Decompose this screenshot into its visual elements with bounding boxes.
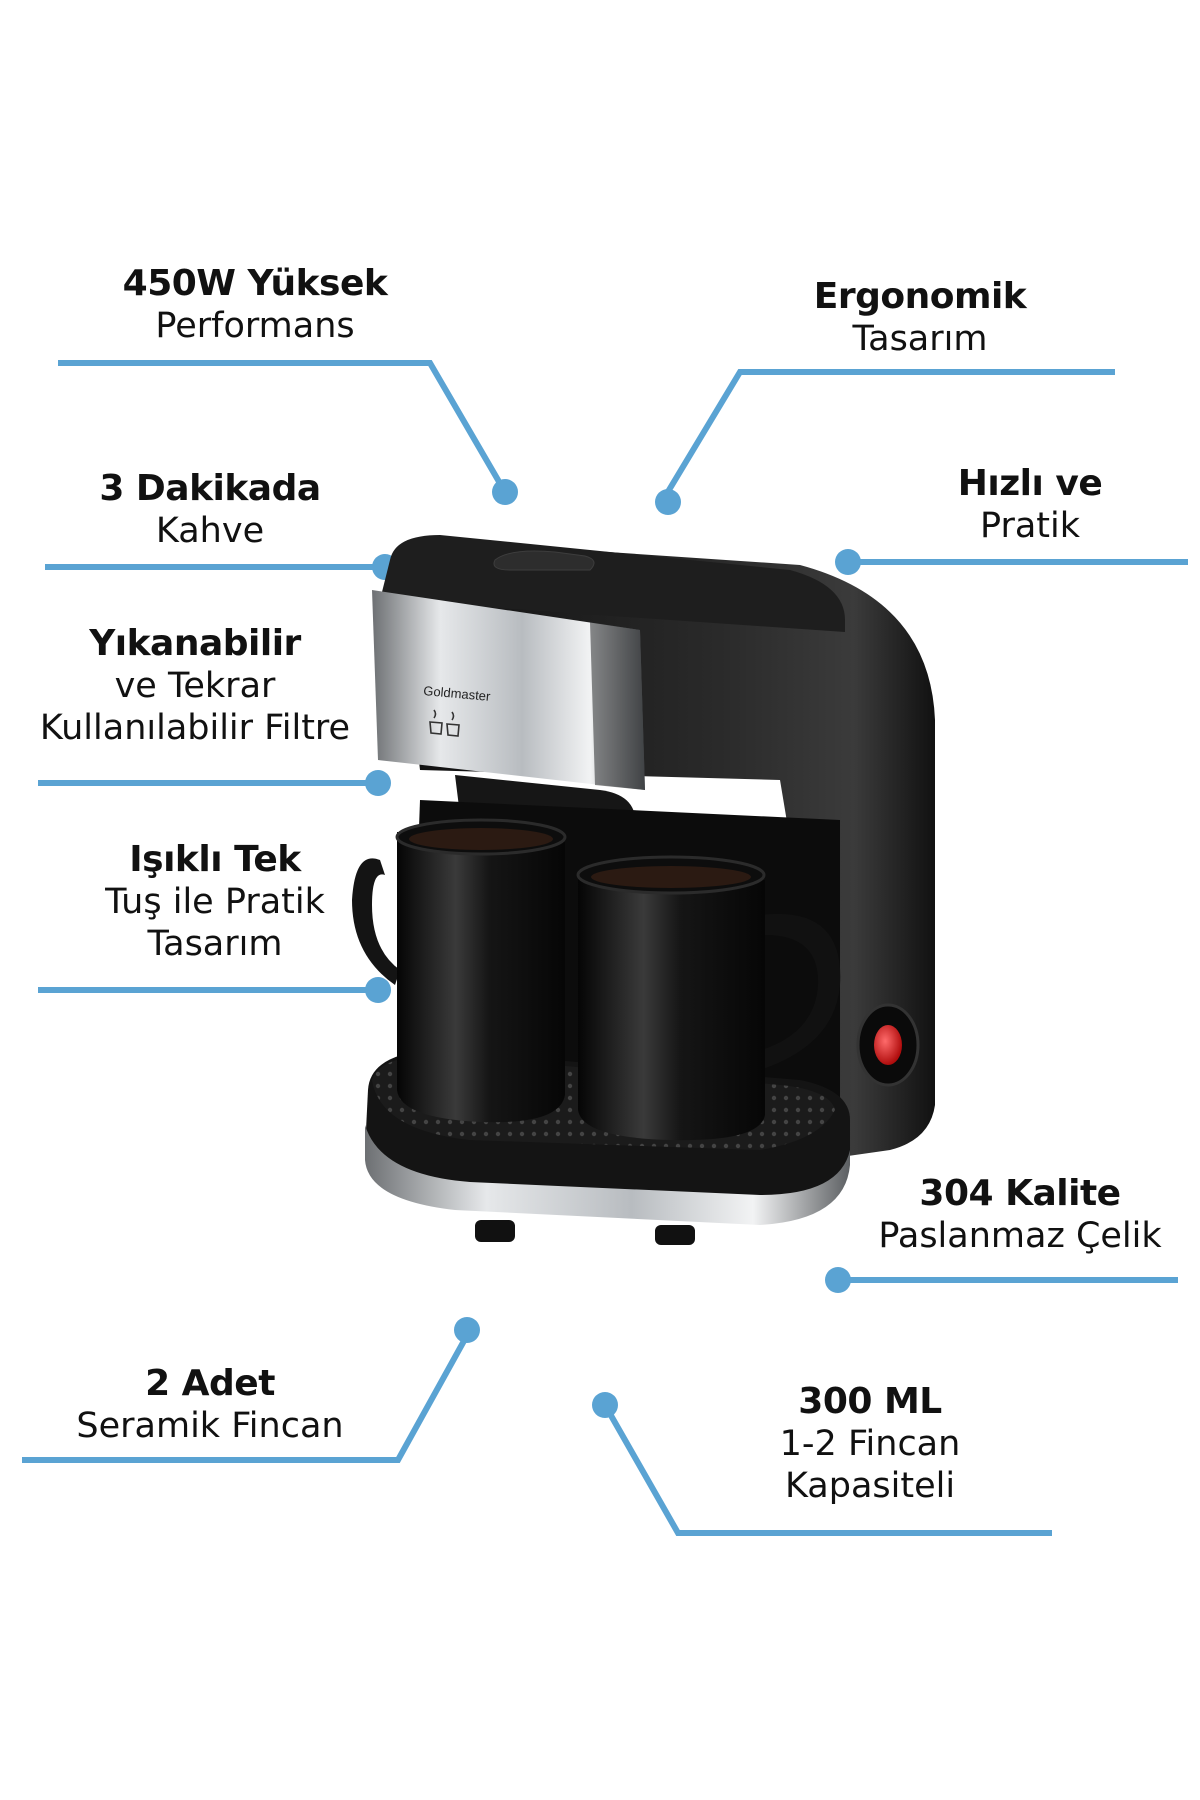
dot-capacity bbox=[592, 1392, 618, 1418]
feature-filter-title: Yıkanabilir bbox=[89, 623, 301, 664]
feature-brew-time-desc: Kahve bbox=[155, 511, 265, 552]
feature-button-title: Işıklı Tek bbox=[129, 839, 301, 880]
feature-power-desc: Performans bbox=[155, 306, 355, 347]
dot-filter bbox=[365, 770, 391, 796]
feature-steel: 304 Kalite Paslanmaz Çelik bbox=[860, 1172, 1180, 1257]
dot-steel bbox=[825, 1267, 851, 1293]
feature-steel-desc: Paslanmaz Çelik bbox=[878, 1216, 1162, 1257]
feature-button-desc-1: Tuş ile Pratik bbox=[105, 882, 325, 923]
feature-ergonomic-title: Ergonomik bbox=[813, 276, 1027, 317]
dot-button bbox=[365, 977, 391, 1003]
cups-logo-icon bbox=[429, 709, 460, 737]
feature-capacity-title: 300 ML bbox=[798, 1381, 942, 1422]
brand-logo: Goldmaster bbox=[423, 683, 492, 704]
feature-power-title: 450W Yüksek bbox=[122, 263, 388, 304]
feature-power: 450W Yüksek Performans bbox=[80, 262, 430, 347]
feature-button-desc-2: Tasarım bbox=[147, 924, 283, 965]
feature-filter-desc-1: ve Tekrar bbox=[114, 666, 276, 707]
feature-capacity-desc-2: Kapasiteli bbox=[784, 1466, 956, 1507]
feature-capacity: 300 ML 1-2 Fincan Kapasiteli bbox=[720, 1380, 1020, 1507]
feature-fast: Hızlı ve Pratik bbox=[880, 462, 1180, 547]
coffee-machine-image: Goldmaster bbox=[352, 535, 935, 1245]
feature-cups-title: 2 Adet bbox=[145, 1363, 275, 1404]
dot-cups bbox=[454, 1317, 480, 1343]
feature-ergonomic-desc: Tasarım bbox=[852, 319, 988, 360]
connector-power bbox=[58, 360, 508, 494]
feature-capacity-desc-1: 1-2 Fincan bbox=[779, 1424, 961, 1465]
feature-fast-desc: Pratik bbox=[979, 506, 1081, 547]
feature-brew-time: 3 Dakikada Kahve bbox=[60, 467, 360, 552]
dot-power bbox=[492, 479, 518, 505]
feature-steel-title: 304 Kalite bbox=[919, 1173, 1121, 1214]
feature-button: Işıklı Tek Tuş ile Pratik Tasarım bbox=[60, 838, 370, 965]
dot-ergonomic bbox=[655, 489, 681, 515]
connector-ergonomic bbox=[660, 369, 1115, 502]
feature-ergonomic: Ergonomik Tasarım bbox=[760, 275, 1080, 360]
feature-fast-title: Hızlı ve bbox=[957, 463, 1103, 504]
dot-fast bbox=[835, 549, 861, 575]
feature-cups-desc: Seramik Fincan bbox=[76, 1406, 344, 1447]
feature-cups: 2 Adet Seramik Fincan bbox=[50, 1362, 370, 1447]
connector-cups bbox=[22, 1328, 473, 1463]
feature-filter: Yıkanabilir ve Tekrar Kullanılabilir Fil… bbox=[20, 622, 370, 749]
feature-filter-desc-2: Kullanılabilir Filtre bbox=[39, 708, 351, 749]
power-switch bbox=[874, 1025, 902, 1065]
feature-brew-time-title: 3 Dakikada bbox=[99, 468, 321, 509]
connector-lines bbox=[22, 360, 1188, 1536]
connector-capacity bbox=[602, 1403, 1052, 1536]
